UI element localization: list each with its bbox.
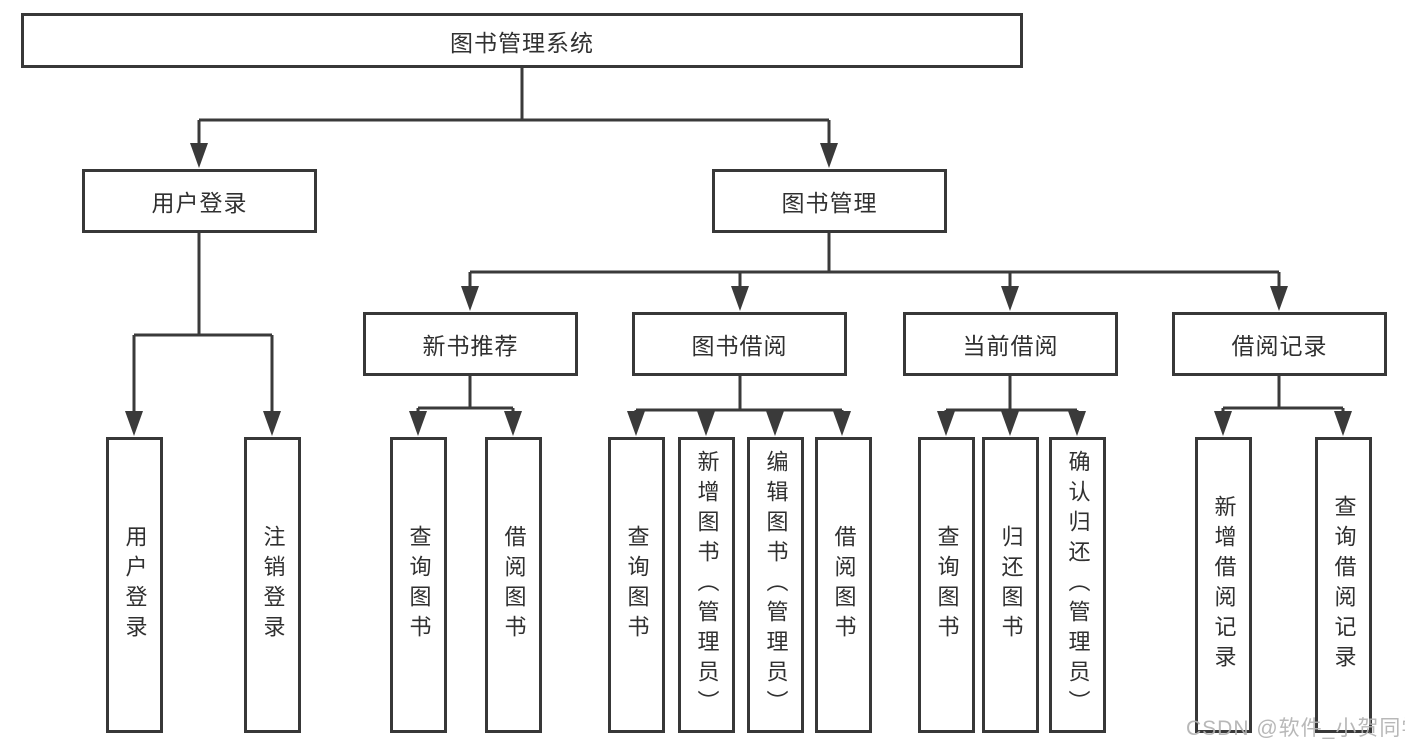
leaf-bb-borrow-books: 借阅图书 xyxy=(815,437,872,733)
leaf-bb-query-books: 查询图书 xyxy=(608,437,665,733)
node-book-management: 图书管理 xyxy=(712,169,947,233)
node-root-system: 图书管理系统 xyxy=(21,13,1023,68)
leaf-cb-return-books: 归还图书 xyxy=(982,437,1039,733)
csdn-watermark: CSDN @软件_小贺同学 xyxy=(1186,717,1405,740)
node-new-book-recommend: 新书推荐 xyxy=(363,312,578,376)
node-current-borrow: 当前借阅 xyxy=(903,312,1118,376)
leaf-nb-query-books: 查询图书 xyxy=(390,437,447,733)
leaf-br-query-record: 查询借阅记录 xyxy=(1315,437,1372,733)
node-user-login: 用户登录 xyxy=(82,169,317,233)
leaf-bb-edit-books-admin: 编辑图书（管理员） xyxy=(747,437,804,733)
leaf-user-login: 用户登录 xyxy=(106,437,163,733)
leaf-br-add-record: 新增借阅记录 xyxy=(1195,437,1252,733)
node-borrow-records: 借阅记录 xyxy=(1172,312,1387,376)
node-book-borrow: 图书借阅 xyxy=(632,312,847,376)
leaf-bb-add-books-admin: 新增图书（管理员） xyxy=(678,437,735,733)
leaf-cb-query-books: 查询图书 xyxy=(918,437,975,733)
leaf-cb-confirm-return-admin: 确认归还（管理员） xyxy=(1049,437,1106,733)
leaf-logout: 注销登录 xyxy=(244,437,301,733)
leaf-nb-borrow-books: 借阅图书 xyxy=(485,437,542,733)
